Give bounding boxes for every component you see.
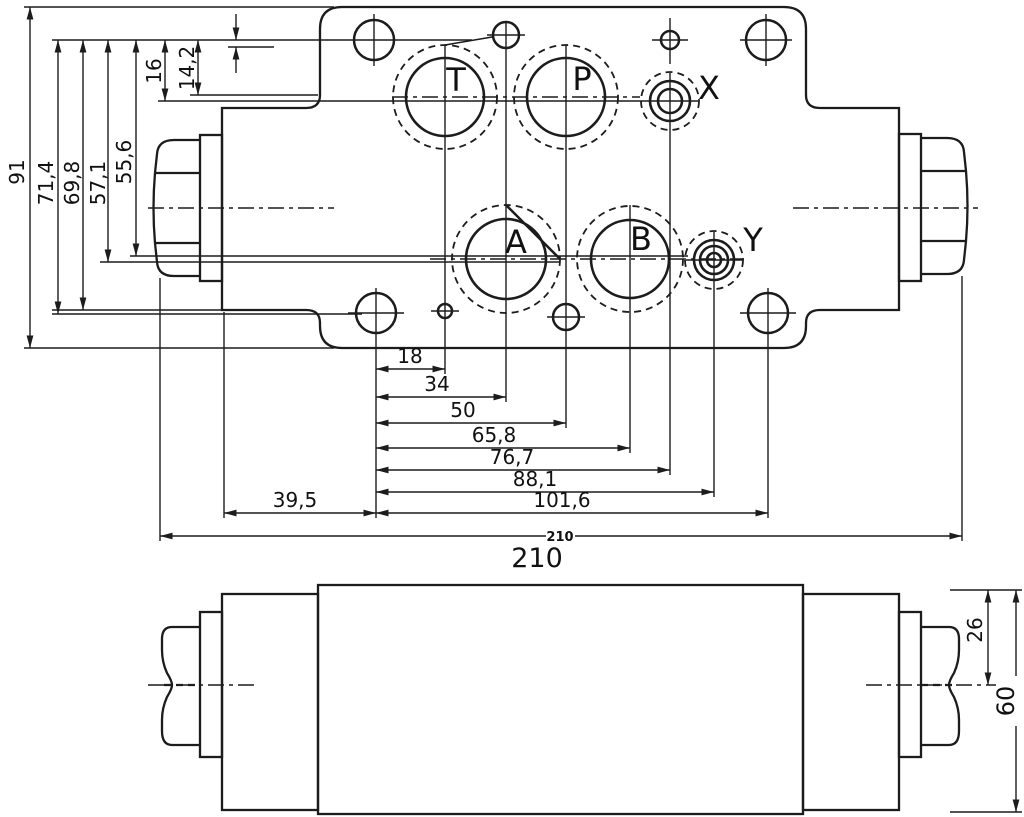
port-A-label: A: [505, 223, 527, 261]
dim-18: 18: [397, 344, 422, 368]
dim-71-4: 71,4: [34, 161, 58, 206]
dim-210-inline: 210: [546, 530, 573, 545]
dim-76-7: 76,7: [490, 445, 535, 469]
dim-50: 50: [450, 398, 475, 422]
right-tube-outline: [804, 93, 901, 325]
dim-88-1: 88,1: [513, 467, 558, 491]
dim-57-1: 57,1: [86, 161, 110, 206]
dim-101-6: 101,6: [533, 488, 590, 512]
side-body: [316, 583, 805, 816]
dim-34: 34: [424, 372, 449, 396]
dim-60: 60: [992, 686, 1020, 717]
dim-210: 210: [511, 543, 563, 574]
side-view: [148, 583, 996, 816]
port-Y: Y: [684, 221, 763, 290]
dim-14-2: 14,2: [175, 46, 199, 91]
left-tube-outline: [220, 93, 322, 325]
port-Y-label: Y: [742, 221, 763, 259]
port-T-label: T: [445, 61, 466, 99]
port-P-label: P: [572, 60, 591, 98]
dim-55-6: 55,6: [112, 140, 136, 185]
side-view-dimensions: 26 60: [950, 589, 1022, 813]
dim-39-5: 39,5: [273, 488, 318, 512]
horizontal-dimensions: 18 34 50 65,8 76,7 88,1 39,5 101,6 210 2…: [159, 22, 963, 574]
port-B-label: B: [630, 220, 652, 258]
dim-16: 16: [142, 58, 166, 83]
top-view: T P A B X: [148, 5, 978, 350]
port-X-label: X: [698, 69, 720, 107]
leader-line: [444, 36, 493, 46]
port-X: X: [640, 69, 720, 131]
dim-91: 91: [5, 159, 29, 184]
side-left-tube: [220, 592, 320, 812]
dim-65-8: 65,8: [472, 423, 517, 447]
dim-26: 26: [963, 617, 987, 642]
port-A-chord: [505, 204, 561, 260]
side-right-tube: [801, 592, 901, 812]
dim-69-8: 69,8: [60, 161, 84, 206]
valve-body-outline: [318, 5, 808, 350]
small-holes: [431, 18, 688, 332]
mini-dimension: [228, 14, 274, 73]
vertical-dimensions: 91 71,4 69,8 57,1 55,6 16 14,2: [5, 6, 698, 349]
port-Y-counterbore: [684, 230, 744, 290]
right-hex-nut: [919, 136, 969, 276]
